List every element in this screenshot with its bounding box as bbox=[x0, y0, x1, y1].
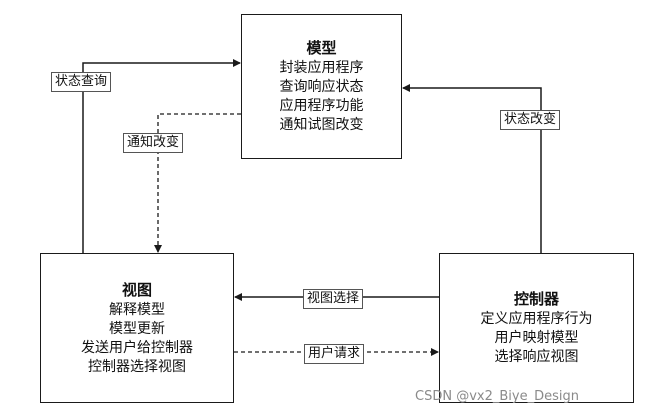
view-select-label: 视图选择 bbox=[303, 289, 364, 309]
model-title: 模型 bbox=[306, 39, 337, 57]
controller-line: 定义应用程序行为 bbox=[480, 311, 593, 327]
controller-title: 控制器 bbox=[513, 290, 559, 308]
controller-line: 用户映射模型 bbox=[494, 330, 579, 346]
model-line: 应用程序功能 bbox=[279, 98, 364, 114]
status-change-arrow bbox=[402, 84, 542, 253]
model-line: 查询响应状态 bbox=[279, 79, 364, 95]
status-change-label: 状态改变 bbox=[500, 110, 561, 130]
watermark: CSDN @vx2_Biye_Design bbox=[415, 389, 579, 404]
status-query-arrow bbox=[82, 59, 241, 253]
view-line: 发送用户给控制器 bbox=[81, 339, 193, 356]
view-line: 模型更新 bbox=[109, 320, 165, 337]
model-box: 模型 封装应用程序 查询响应状态 应用程序功能 通知试图改变 bbox=[241, 14, 402, 159]
model-line: 封装应用程序 bbox=[279, 60, 364, 76]
controller-box: 控制器 定义应用程序行为 用户映射模型 选择响应视图 bbox=[439, 253, 634, 403]
notify-change-label: 通知改变 bbox=[123, 133, 184, 153]
view-title: 视图 bbox=[121, 280, 152, 299]
model-line: 通知试图改变 bbox=[279, 117, 364, 133]
view-line: 解释模型 bbox=[109, 301, 165, 318]
controller-line: 选择响应视图 bbox=[494, 349, 579, 365]
view-box: 视图 解释模型 模型更新 发送用户给控制器 控制器选择视图 bbox=[40, 253, 234, 403]
view-line: 控制器选择视图 bbox=[88, 358, 186, 375]
notify-change-arrow bbox=[154, 113, 241, 253]
status-query-label: 状态查询 bbox=[51, 72, 112, 92]
user-request-label: 用户请求 bbox=[304, 344, 365, 364]
